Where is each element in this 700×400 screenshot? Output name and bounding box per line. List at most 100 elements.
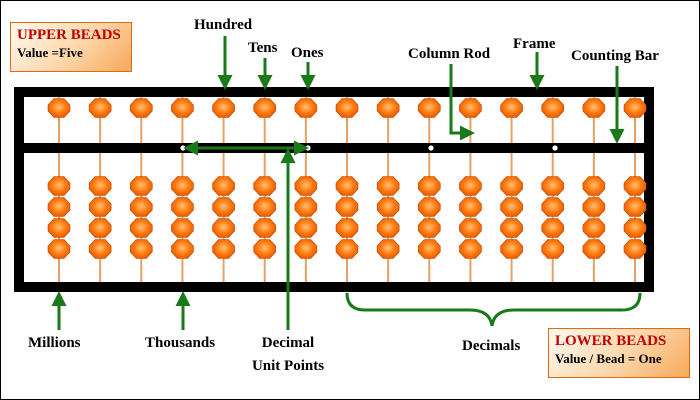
upper-bead xyxy=(253,98,277,118)
upper-bead xyxy=(582,98,606,118)
pointer-arrows xyxy=(51,36,625,330)
lower-bead xyxy=(253,197,277,217)
lower-bead xyxy=(541,176,565,196)
upper-bead xyxy=(212,98,235,118)
lower-bead xyxy=(500,176,523,196)
lower-bead xyxy=(294,176,318,196)
lower-bead xyxy=(47,176,71,196)
lower-bead xyxy=(623,218,647,238)
lower-bead xyxy=(376,218,400,238)
lower-bead xyxy=(129,239,153,259)
lower-bead xyxy=(88,176,112,196)
lower-bead xyxy=(376,239,400,259)
lower-bead xyxy=(129,197,153,217)
frame-bottom xyxy=(14,282,654,292)
lower-bead xyxy=(541,239,565,259)
lower-bead xyxy=(47,218,71,238)
lower-bead xyxy=(541,197,565,217)
frame-right xyxy=(644,87,654,292)
lower-bead xyxy=(253,239,277,259)
upper-bead xyxy=(335,98,359,118)
lower-bead xyxy=(335,197,359,217)
lower-bead xyxy=(459,239,482,259)
column-rod-arrow xyxy=(449,64,475,141)
lower-bead xyxy=(294,197,318,217)
unit-point xyxy=(305,145,311,151)
lower-bead xyxy=(582,218,606,238)
counting-bar xyxy=(14,143,654,153)
lower-bead xyxy=(171,176,194,196)
lower-bead xyxy=(376,197,400,217)
lower-bead xyxy=(171,239,194,259)
lower-bead xyxy=(459,197,482,217)
column-rod-label: Column Rod xyxy=(408,46,491,62)
lower-bead xyxy=(171,197,194,217)
lower-bead xyxy=(376,176,400,196)
unit-point xyxy=(428,145,434,151)
upper-bead xyxy=(623,98,647,118)
lower-bead xyxy=(253,176,277,196)
lower-bead xyxy=(541,218,565,238)
lower-bead xyxy=(582,176,606,196)
lower-bead xyxy=(623,239,647,259)
upper-beads-value: Value =Five xyxy=(17,45,83,60)
lower-beads-callout: LOWER BEADS Value / Bead = One xyxy=(548,328,690,378)
millions-label: Millions xyxy=(28,335,81,351)
lower-bead xyxy=(335,176,359,196)
lower-bead xyxy=(500,239,523,259)
frame xyxy=(14,87,654,292)
lower-bead xyxy=(500,197,523,217)
lower-bead xyxy=(171,218,194,238)
lower-bead xyxy=(294,239,318,259)
upper-bead xyxy=(459,98,482,118)
ones-label: Ones xyxy=(291,45,324,61)
lower-bead xyxy=(623,176,647,196)
tens-label: Tens xyxy=(248,40,278,56)
lower-bead xyxy=(88,197,112,217)
upper-bead xyxy=(376,98,400,118)
decimal-unit-points-line1: Decimal xyxy=(261,335,315,351)
upper-beads-callout: UPPER BEADS Value =Five xyxy=(10,22,132,72)
frame-label: Frame xyxy=(513,36,556,52)
decimals-label: Decimals xyxy=(462,338,521,354)
upper-bead xyxy=(88,98,112,118)
upper-bead xyxy=(47,98,71,118)
thousands-label: Thousands xyxy=(145,335,216,351)
lower-bead xyxy=(88,218,112,238)
hundred-label: Hundred xyxy=(194,17,253,33)
upper-bead xyxy=(541,98,565,118)
lower-bead xyxy=(623,197,647,217)
upper-bead xyxy=(129,98,153,118)
decimal-unit-points-line2: Unit Points xyxy=(251,358,325,374)
unit-point xyxy=(552,145,558,151)
lower-bead xyxy=(335,239,359,259)
lower-bead xyxy=(212,176,235,196)
lower-beads-title: LOWER BEADS xyxy=(555,333,667,349)
counting-bar-label: Counting Bar xyxy=(571,48,659,64)
beads xyxy=(47,98,647,259)
lower-bead xyxy=(212,239,235,259)
upper-bead xyxy=(417,98,441,118)
decimals-brace xyxy=(345,292,642,327)
lower-bead xyxy=(253,218,277,238)
lower-bead xyxy=(212,197,235,217)
frame-top xyxy=(14,87,654,97)
lower-bead xyxy=(129,218,153,238)
lower-bead xyxy=(500,218,523,238)
lower-bead xyxy=(417,176,441,196)
lower-bead xyxy=(294,218,318,238)
upper-bead xyxy=(500,98,523,118)
unit-point xyxy=(180,145,186,151)
lower-bead xyxy=(417,239,441,259)
upper-beads-title: UPPER BEADS xyxy=(17,27,121,43)
upper-bead xyxy=(171,98,194,118)
upper-bead xyxy=(294,98,318,118)
lower-bead xyxy=(47,197,71,217)
lower-bead xyxy=(212,218,235,238)
lower-bead xyxy=(417,218,441,238)
lower-bead xyxy=(129,176,153,196)
lower-bead xyxy=(459,176,482,196)
lower-bead xyxy=(47,239,71,259)
